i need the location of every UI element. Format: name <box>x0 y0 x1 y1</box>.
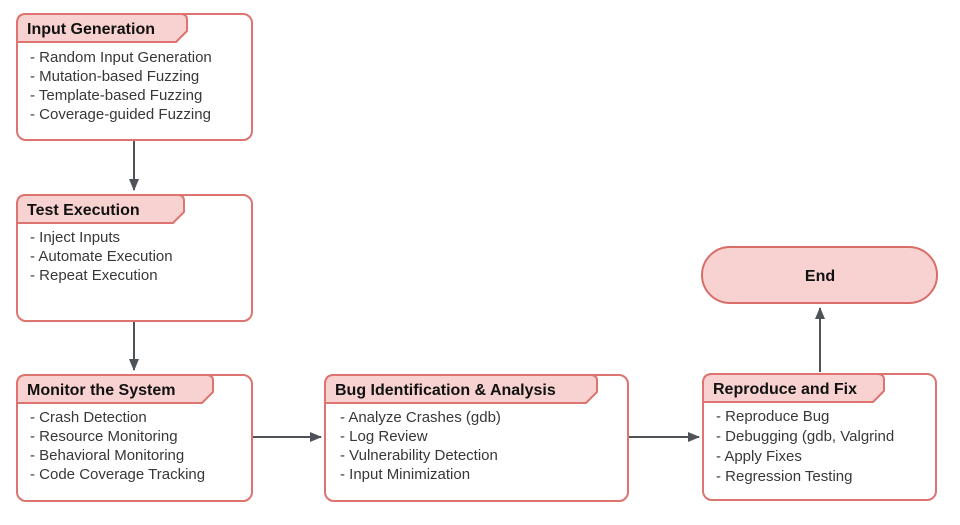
node-list-item: - Log Review <box>340 428 428 445</box>
node-title: Test Execution <box>27 202 140 219</box>
node-list-item: - Reproduce Bug <box>716 408 829 425</box>
node-title: End <box>805 268 835 285</box>
node-reproduce-fix[interactable]: Reproduce and Fix - Reproduce Bug - Debu… <box>702 373 937 501</box>
node-list-item: - Input Minimization <box>340 466 470 483</box>
node-test-execution[interactable]: Test Execution - Inject Inputs - Automat… <box>16 194 253 322</box>
node-list-item: - Random Input Generation <box>30 49 212 66</box>
node-list-item: - Crash Detection <box>30 409 147 426</box>
node-list-item: - Repeat Execution <box>30 267 158 284</box>
node-list-item: - Resource Monitoring <box>30 428 178 445</box>
node-title: Bug Identification & Analysis <box>335 382 556 399</box>
node-title: Input Generation <box>27 21 155 38</box>
node-list-item: - Regression Testing <box>716 468 852 485</box>
node-title: Monitor the System <box>27 382 175 399</box>
node-list-item: - Template-based Fuzzing <box>30 87 202 104</box>
node-input-generation[interactable]: Input Generation - Random Input Generati… <box>16 13 253 141</box>
edges <box>129 141 825 442</box>
node-title: Reproduce and Fix <box>713 381 857 398</box>
node-list-item: - Automate Execution <box>30 248 173 265</box>
node-list-item: - Behavioral Monitoring <box>30 447 184 464</box>
node-list-item: - Apply Fixes <box>716 448 802 465</box>
node-monitor-system-header <box>16 374 214 404</box>
node-test-execution-header <box>16 194 185 224</box>
node-end-pill[interactable] <box>701 246 938 304</box>
node-bug-identification-header <box>324 374 598 404</box>
node-list-item: - Vulnerability Detection <box>340 447 498 464</box>
node-list-item: - Coverage-guided Fuzzing <box>30 106 211 123</box>
node-input-generation-header <box>16 13 188 43</box>
node-bug-identification[interactable]: Bug Identification & Analysis - Analyze … <box>324 374 629 502</box>
node-end[interactable]: End <box>701 246 938 304</box>
node-list-item: - Debugging (gdb, Valgrind <box>716 428 894 445</box>
node-list-item: - Analyze Crashes (gdb) <box>340 409 501 426</box>
node-list-item: - Code Coverage Tracking <box>30 466 205 483</box>
node-list-item: - Inject Inputs <box>30 229 120 246</box>
node-reproduce-fix-header <box>702 373 885 403</box>
node-monitor-system[interactable]: Monitor the System - Crash Detection - R… <box>16 374 253 502</box>
node-list-item: - Mutation-based Fuzzing <box>30 68 199 85</box>
